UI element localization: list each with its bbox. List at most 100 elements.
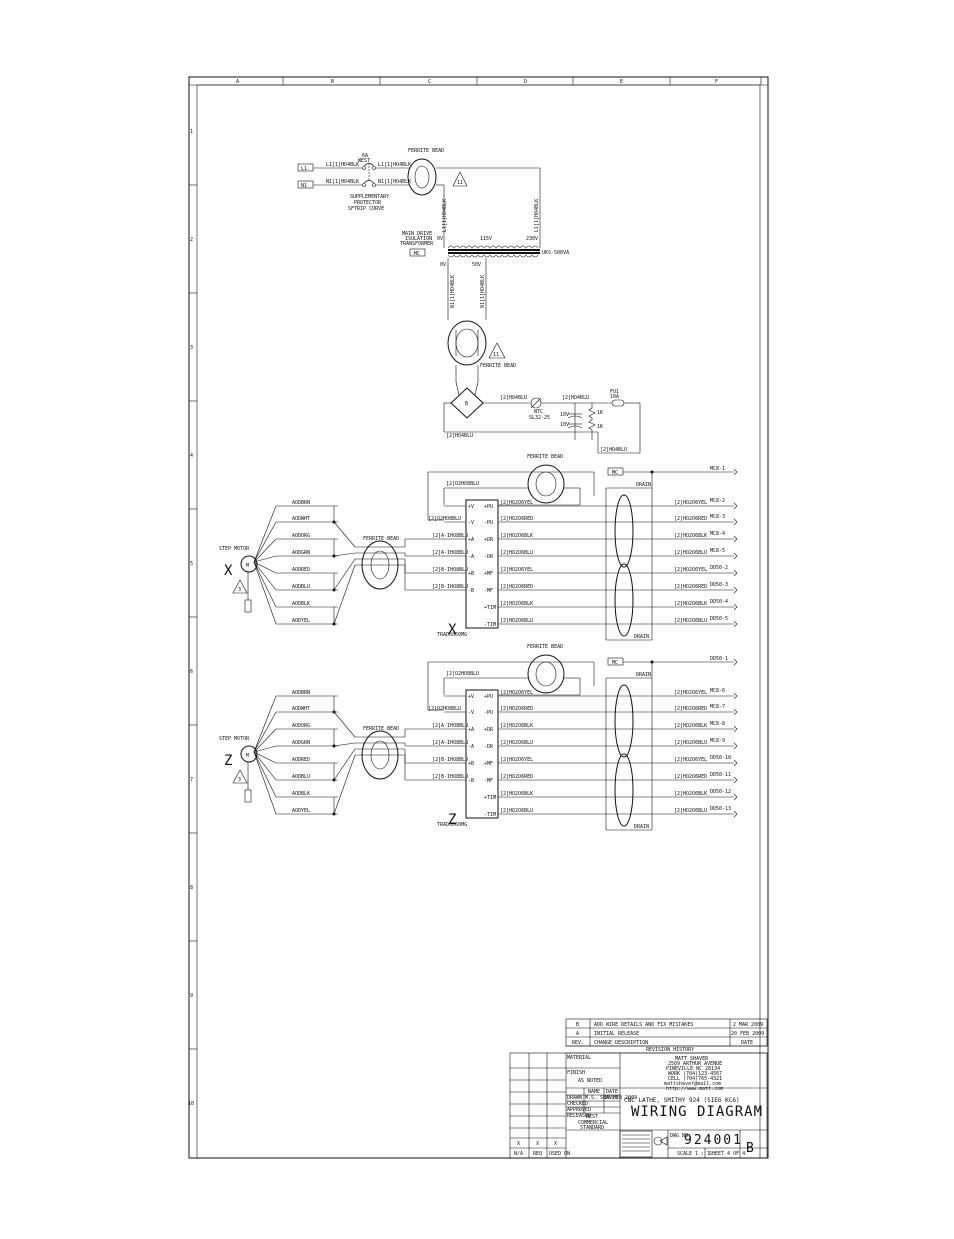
breaker-desc-3: SFTRIP CURVE [348, 206, 384, 212]
warning-2-number: 11 [493, 352, 499, 358]
terminal-label: DD50-3 [710, 582, 728, 588]
row-label: 5 [190, 561, 193, 567]
supply-wire: [2]O2HO8BLU [428, 516, 461, 522]
drain-top-label: DRAIN [636, 672, 651, 678]
dc-wire-3: [2]HO4BLU [562, 395, 589, 401]
terminal-arrow [733, 502, 738, 510]
terminal-arrow [733, 535, 738, 543]
n1-out-wire-label: N1[1]HO4BLK [378, 179, 411, 185]
motor-wire-label: AODBLK [292, 601, 310, 607]
cap-1: 10V [560, 412, 569, 418]
n1-label: N1 [301, 183, 307, 189]
rev-header-rev: REV. [572, 1040, 584, 1046]
transformer-0v-primary: 0V [437, 236, 443, 242]
row-labels: 1 2 3 4 5 6 7 8 9 10 [188, 129, 194, 1107]
ntc-label: NTC [534, 409, 543, 415]
drawing-number: 924001 [684, 1133, 743, 1148]
company-line-2: 2509 ARTHUR AVENUE [668, 1061, 722, 1067]
drive-right-pin: +DR [484, 537, 494, 543]
out-wire-label: [2]HO2O6BLU [674, 808, 707, 814]
col-label: D [524, 79, 527, 85]
signal-wire-label: [2]HO2O6YEL [500, 690, 533, 696]
drive-model-label: TRAD6060MG [437, 822, 467, 828]
cable-shield-2 [614, 563, 634, 637]
company-line-7: http://www.matt.com [666, 1086, 723, 1092]
company-logo-stamp [619, 1130, 668, 1158]
fuse-label: FU1 [610, 389, 619, 395]
out-wire-label: [2]HO2O6YEL [674, 500, 707, 506]
checked-label: CHECKED [567, 1101, 588, 1107]
ferrite-bead-2 [447, 320, 487, 366]
date-header: DATE [606, 1089, 618, 1095]
rev-a-id: A [576, 1031, 579, 1037]
motor-ground [244, 789, 252, 803]
terminal-arrow [733, 586, 738, 594]
motor-wire-label: AODRED [292, 567, 310, 573]
terminal-label: MC8-3 [710, 514, 725, 520]
finish-label: FINISH [567, 1070, 585, 1076]
drawing-sheet-no: SHEET 4 OF 4 [709, 1151, 745, 1157]
drive-axis-letter: X [448, 622, 457, 638]
terminal-label: MC8-6 [710, 688, 725, 694]
rev-header-desc: CHANGE DESCRIPTION [594, 1040, 648, 1046]
fuse-rating: 10A [610, 394, 619, 400]
motor-bead-label: FERRITE BEAD [363, 536, 399, 542]
supply-bead-label: FERRITE BEAD [527, 454, 563, 460]
terminal-label: DD50-13 [710, 806, 731, 812]
supply-ferrite-bead [527, 464, 565, 504]
supply-bead-label: FERRITE BEAD [527, 644, 563, 650]
row-label: 9 [190, 993, 193, 999]
out-wire-label: [2]HO2O6BLK [674, 723, 707, 729]
drawing-title-1: CNC LATHE, SMITHY 924 (SIEG KC6) [624, 1097, 740, 1104]
signal-wire-label: [2]HO2O6YEL [500, 567, 533, 573]
terminal-arrow [733, 759, 738, 767]
power-input: L1 N1 L1[1]HO4BLK N1[1]HO4BLK 6A WEST SU… [297, 148, 541, 236]
motor-wire-label: AODRED [292, 757, 310, 763]
signal-wire-label: [2]HO2O6RED [500, 774, 533, 780]
terminal-label: MC8-2 [710, 498, 725, 504]
motor-wire-label: AODBRN [292, 690, 310, 696]
qty-3: X [554, 1141, 557, 1147]
out-wire-label: [2]HO2O6BLK [674, 533, 707, 539]
breaker-rating: 6A [362, 153, 368, 159]
cable-shield-2 [614, 753, 634, 827]
drive-section-z: FERRITE BEAD[2]O2HO8BLUMCDD50-1DRAINZTRA… [219, 644, 738, 831]
cap-2: 10V [560, 422, 569, 428]
drawing-size: B [746, 1141, 756, 1156]
drive-right-pin: +DR [484, 727, 494, 733]
dc-wire-1: [2]HO4BLU [500, 395, 527, 401]
secondary-wire-1: N1[1]HO4BLK [450, 275, 456, 308]
input-wire-label: [2]B-IHO8BLU [432, 757, 468, 763]
signal-wire-label: [2]HO2O6BLU [500, 618, 533, 624]
terminal-arrow [733, 776, 738, 784]
out-wire-label: [2]HO2O6RED [674, 706, 707, 712]
qty-2: X [536, 1141, 539, 1147]
title-block: B ADD WIRE DETAILS AND FIX MISTAKES 2 MA… [509, 1018, 768, 1159]
terminal-arrow [733, 569, 738, 577]
cable-shield-1 [614, 494, 634, 568]
mc-tag: MC [612, 470, 618, 476]
row-label: 4 [190, 453, 193, 459]
terminal-label: DD50-5 [710, 616, 728, 622]
rev-a-date: 20 FEB 2009 [731, 1031, 764, 1037]
svg-text:M: M [246, 563, 249, 569]
drive-left-pin: -B [468, 588, 474, 594]
col-label: B [331, 79, 334, 85]
drive-right-pin: +TIM [484, 605, 496, 611]
input-wire-label: [2]B-IHO8BLU [432, 774, 468, 780]
terminal-arrow [733, 742, 738, 750]
company-line-6: mattshaver@mail.com [664, 1081, 721, 1087]
step-motor-label: STEP MOTOR [219, 546, 250, 552]
col-label: E [620, 79, 623, 85]
svg-text:M: M [246, 753, 249, 759]
transformer-50v: 50V [472, 262, 481, 268]
mc-tag-box [607, 467, 624, 476]
transformer-title-1: MAIN DRIVE [402, 231, 432, 237]
drive-right-pin: -PU [484, 710, 493, 716]
breaker-symbol [362, 163, 376, 187]
terminal-label: DD50-12 [710, 789, 731, 795]
drawn-value: M.S. SHAVER [585, 1095, 619, 1101]
transformer-tag-box [409, 248, 426, 257]
transformer-tag: MC [414, 251, 420, 257]
